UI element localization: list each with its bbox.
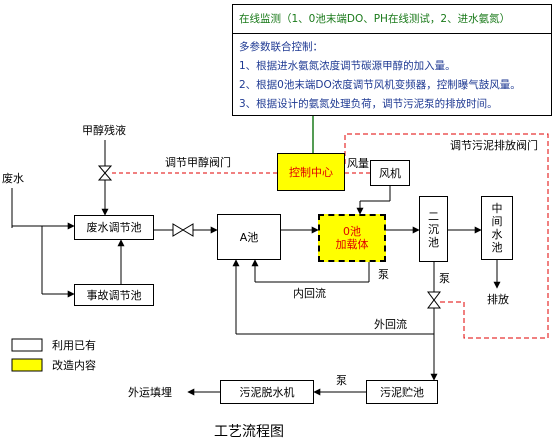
- middle-tank-label-4: 池: [491, 241, 503, 254]
- middle-tank-label-2: 间: [491, 215, 503, 228]
- waste-water-label: 废水: [2, 172, 24, 185]
- middle-tank-label-1: 中: [491, 202, 503, 215]
- note-heading: 多参数联合控制：: [239, 41, 323, 53]
- clarifier-label-2: 沉: [428, 222, 439, 236]
- accident-tank: 事故调节池: [74, 284, 154, 306]
- clarifier-label-3: 池: [428, 235, 439, 249]
- legend-modified-swatch: [11, 358, 43, 372]
- clarifier: 二 沉 池: [419, 196, 448, 262]
- middle-tank-label-3: 水: [491, 228, 503, 241]
- outer-reflux-label: 外回流: [374, 318, 407, 331]
- zero-tank-carrier-label: 加载体: [335, 238, 369, 251]
- zero-tank-label: 0池: [343, 225, 361, 238]
- pump-label-sludge: 泵: [439, 272, 450, 285]
- sludge-control-line: [344, 133, 549, 339]
- a-tank: A池: [217, 214, 281, 260]
- methanol-residue-label: 甲醇残液: [82, 124, 126, 137]
- sludge-valve-icon[interactable]: [427, 291, 441, 301]
- sludge-dewater: 污泥脱水机: [220, 380, 314, 404]
- sludge-valve-label: 调节污泥排放阀门: [450, 139, 538, 152]
- methanol-valve-label: 调节甲醇阀门: [165, 156, 231, 169]
- inner-reflux-label: 内回流: [293, 287, 326, 300]
- note-item-1: 1、根据进水氨氮浓度调节碳源甲醇的加入量。: [239, 60, 456, 72]
- methanol-valve-icon[interactable]: [97, 165, 113, 174]
- clarifier-label-1: 二: [428, 209, 439, 223]
- note-divider: [233, 33, 551, 34]
- blower: 风机: [370, 160, 410, 186]
- pump-label-storage: 泵: [336, 374, 347, 387]
- note-item-3: 3、根据设计的氨氮处理负荷，调节污泥泵的排放时间。: [239, 98, 498, 110]
- monitor-text: 在线监测（1、0池末端DO、PH在线测试，2、进水氨氮）: [239, 13, 511, 25]
- control-note: 在线监测（1、0池末端DO、PH在线测试，2、进水氨氮） 多参数联合控制： 1、…: [232, 4, 552, 116]
- legend-existing-label: 利用已有: [52, 339, 96, 352]
- air-volume-label: 风量: [347, 157, 369, 170]
- zero-tank: 0池 加载体: [318, 214, 386, 262]
- regulating-tank: 废水调节池: [74, 215, 154, 240]
- pump-label-inner: 泵: [378, 268, 389, 281]
- legend-existing-swatch: [11, 338, 43, 352]
- middle-water-tank: 中 间 水 池: [481, 196, 513, 260]
- landfill-label: 外运填埋: [128, 386, 172, 399]
- discharge-label: 排放: [487, 293, 509, 306]
- note-item-2: 2、根据0池末端DO浓度调节风机变频器，控制曝气鼓风量。: [239, 79, 521, 91]
- sludge-storage: 污泥贮池: [366, 380, 438, 404]
- control-center[interactable]: 控制中心: [277, 153, 345, 191]
- legend-modified-label: 改造内容: [52, 359, 96, 372]
- diagram-caption: 工艺流程图: [214, 424, 284, 440]
- feed-valve-icon[interactable]: [172, 223, 184, 237]
